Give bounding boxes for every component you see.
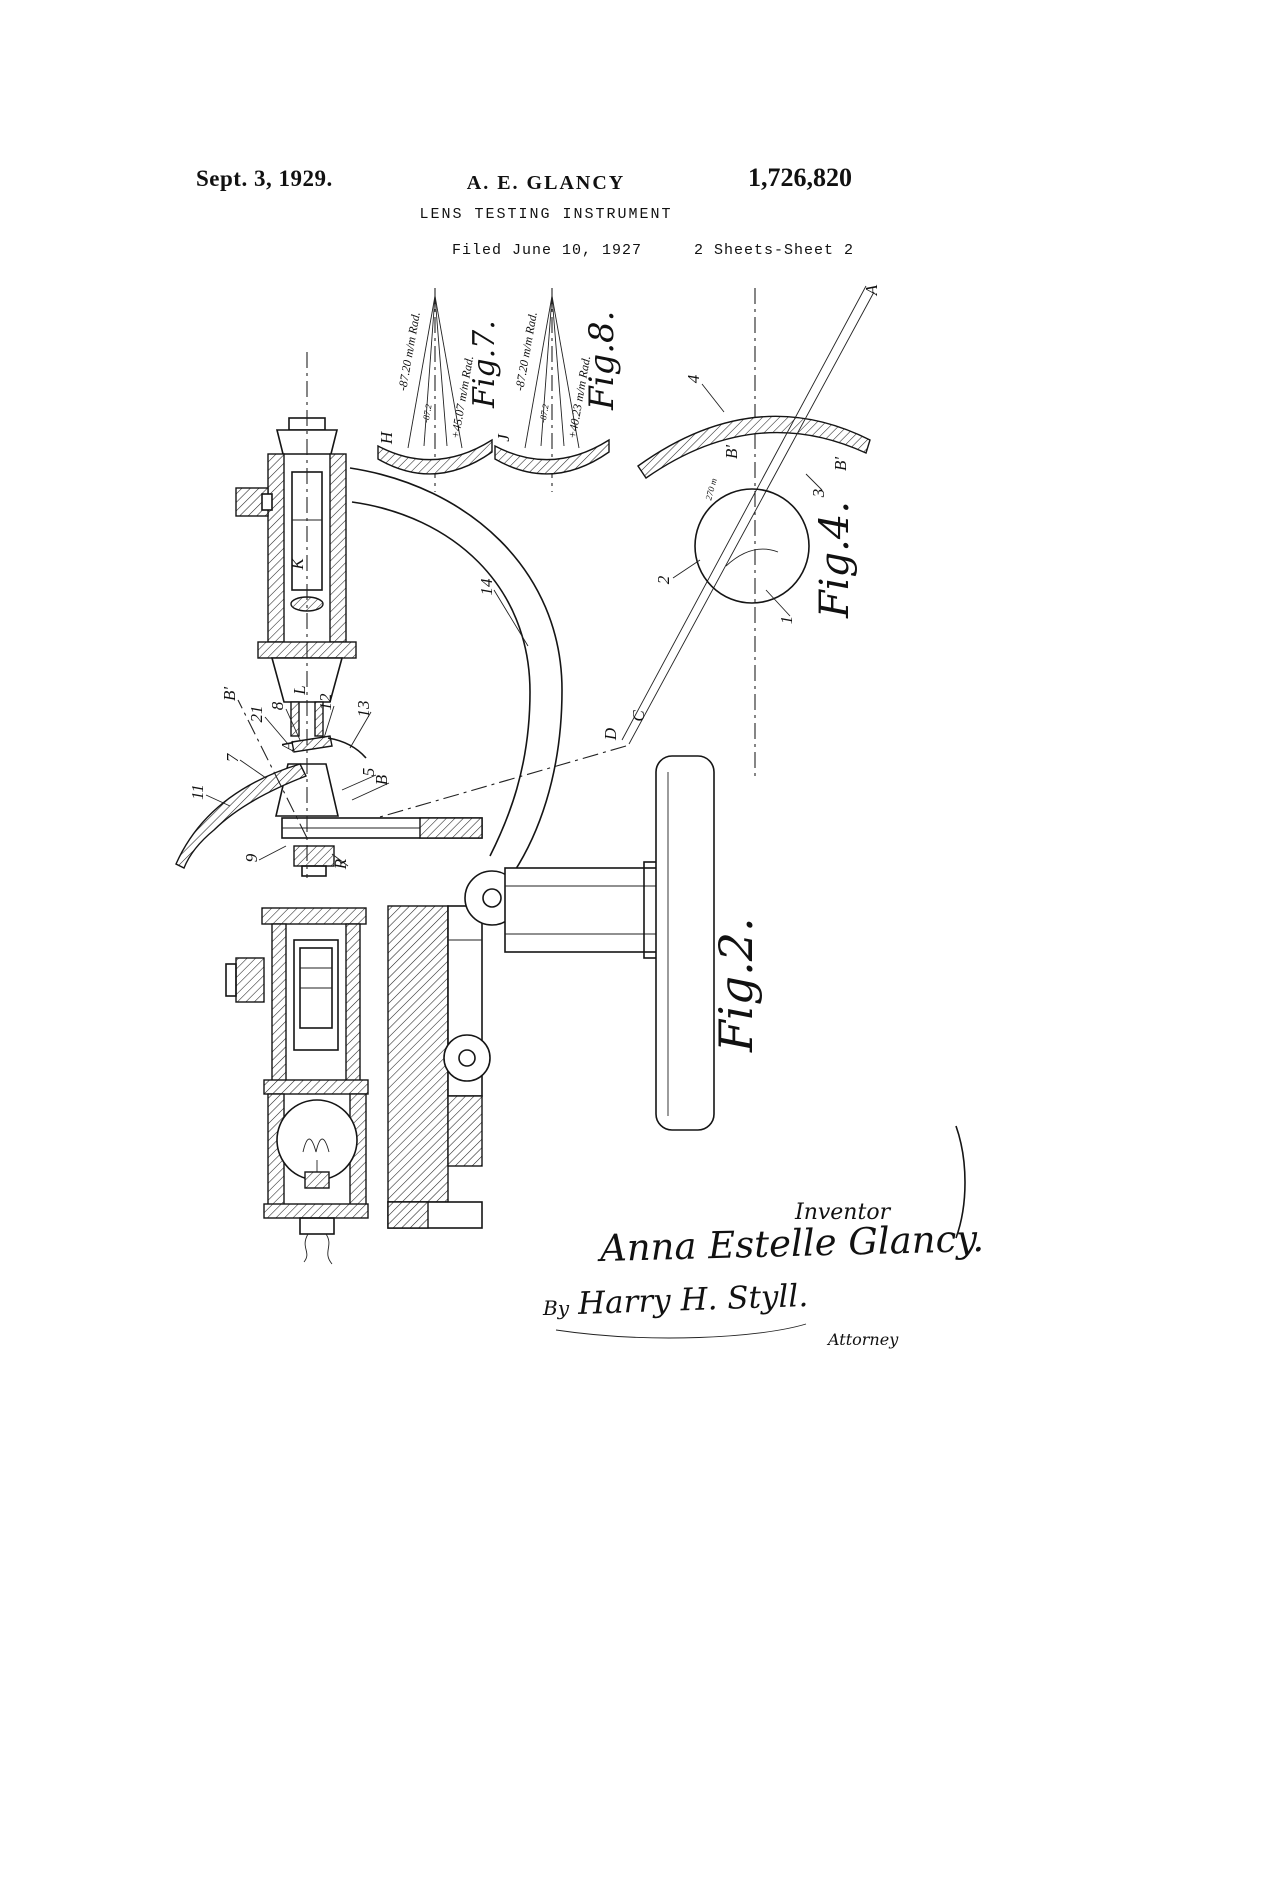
fig4-radius-annotation: 270 m <box>703 477 719 502</box>
fig2-ref-A: A <box>278 740 297 752</box>
fig2-num-21: 21 <box>247 706 266 723</box>
by-label: By <box>543 1296 569 1320</box>
figure-2: K <box>176 352 763 1264</box>
fig4-ref-B-prime-1: B' <box>722 445 741 459</box>
instrument-arm <box>350 468 562 872</box>
fig7-angle: -87.2 <box>420 403 433 424</box>
fig2-num-8: 8 <box>268 701 287 710</box>
fig4-ref-A: A <box>862 284 881 296</box>
fig8-angle: -87.2 <box>537 403 550 424</box>
fig4-ref-B-prime-2: B' <box>831 457 850 471</box>
fig4-num-3: 3 <box>809 489 828 499</box>
fig2-ref-B: B <box>372 774 391 785</box>
fig2-ref-R: R <box>331 858 350 870</box>
fig4-test-sphere <box>695 489 809 603</box>
fig2-ref-K: K <box>288 557 307 571</box>
fig8-label: Fig.8. <box>582 311 622 411</box>
fig7-ref-H: H <box>377 430 396 445</box>
figure-8: J -87.20 m/m Rad. +40.23 m/m Rad. -87.2 … <box>494 288 622 492</box>
fig7-label: Fig.7. <box>467 320 502 409</box>
fig2-num-14: 14 <box>477 578 496 596</box>
lamp-wire <box>304 1234 308 1262</box>
base-assembly <box>505 756 714 1130</box>
fig4-num-4: 4 <box>684 374 703 383</box>
fig8-ref-J: J <box>494 433 513 442</box>
stage-assembly: B' 21 8 A L 12 13 7 11 5 B 9 R 14 <box>176 578 528 876</box>
fig2-num-9: 9 <box>242 853 261 862</box>
instrument-base <box>656 756 714 1130</box>
figure-7: H -87.20 m/m Rad. +45.07 m/m Rad. -87.2 … <box>377 288 502 492</box>
fig2-ref-L: L <box>290 685 309 695</box>
fig2-num-7: 7 <box>223 752 242 762</box>
fig2-label: Fig.2. <box>709 917 763 1053</box>
fig2-ref-B-prime: B' <box>220 687 239 701</box>
fig8-radius-upper: -87.20 m/m Rad. <box>512 311 540 392</box>
fig4-ref-C: C <box>629 710 648 722</box>
fig2-num-11: 11 <box>188 784 207 800</box>
attorney-label: Attorney <box>828 1330 898 1349</box>
illuminator-assembly <box>226 871 519 1264</box>
fig2-num-12: 12 <box>316 693 335 711</box>
fig7-radius-upper: -87.20 m/m Rad. <box>395 311 423 392</box>
signature-underline <box>556 1324 806 1338</box>
fig4-num-2: 2 <box>654 575 673 584</box>
fig4-num-1: 1 <box>777 616 796 625</box>
fig2-num-13: 13 <box>354 701 373 718</box>
fig4-ref-D: D <box>601 727 620 741</box>
fig4-label: Fig.4. <box>812 501 858 619</box>
